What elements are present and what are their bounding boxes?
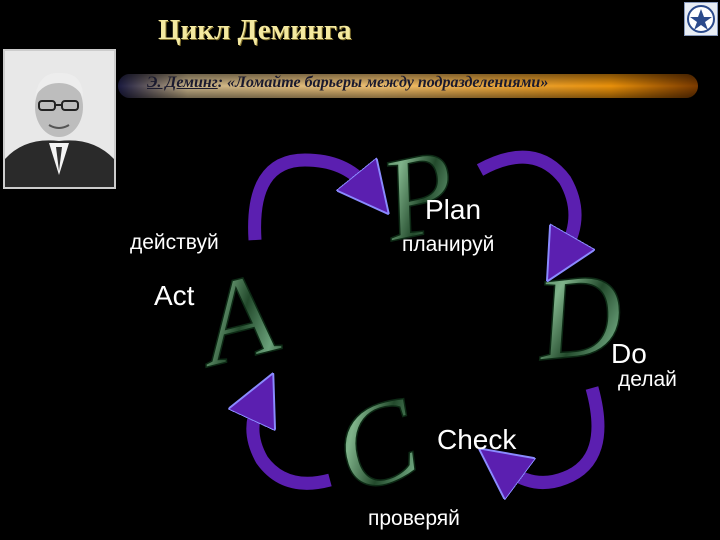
act-ru-label: действуй — [130, 231, 219, 254]
arrow-plan-to-do — [476, 150, 575, 250]
portrait-photo — [3, 49, 116, 189]
plan-ru-label: планируй — [402, 233, 495, 256]
quote: Э. Деминг: «Ломайте барьеры между подраз… — [147, 74, 548, 92]
quote-author: Э. Деминг — [147, 74, 218, 91]
quote-separator: : — [217, 74, 224, 91]
arrow-do-to-check — [508, 386, 605, 483]
arrow-act-to-plan — [248, 153, 366, 241]
plan-label: Plan — [425, 194, 482, 225]
letter-a: A — [180, 246, 289, 392]
do-label: Do — [611, 338, 647, 369]
slide-title: Цикл Деминга — [158, 14, 352, 46]
quote-banner — [118, 74, 698, 98]
check-label: Check — [437, 424, 517, 455]
emblem-logo — [684, 2, 718, 36]
do-ru-label: делай — [618, 368, 677, 391]
letter-c: C — [319, 370, 436, 519]
check-ru-label: проверяй — [368, 507, 460, 530]
quote-text: «Ломайте барьеры между подразделениями» — [223, 74, 549, 91]
arrow-check-to-act — [253, 406, 332, 490]
act-label: Act — [154, 280, 195, 311]
